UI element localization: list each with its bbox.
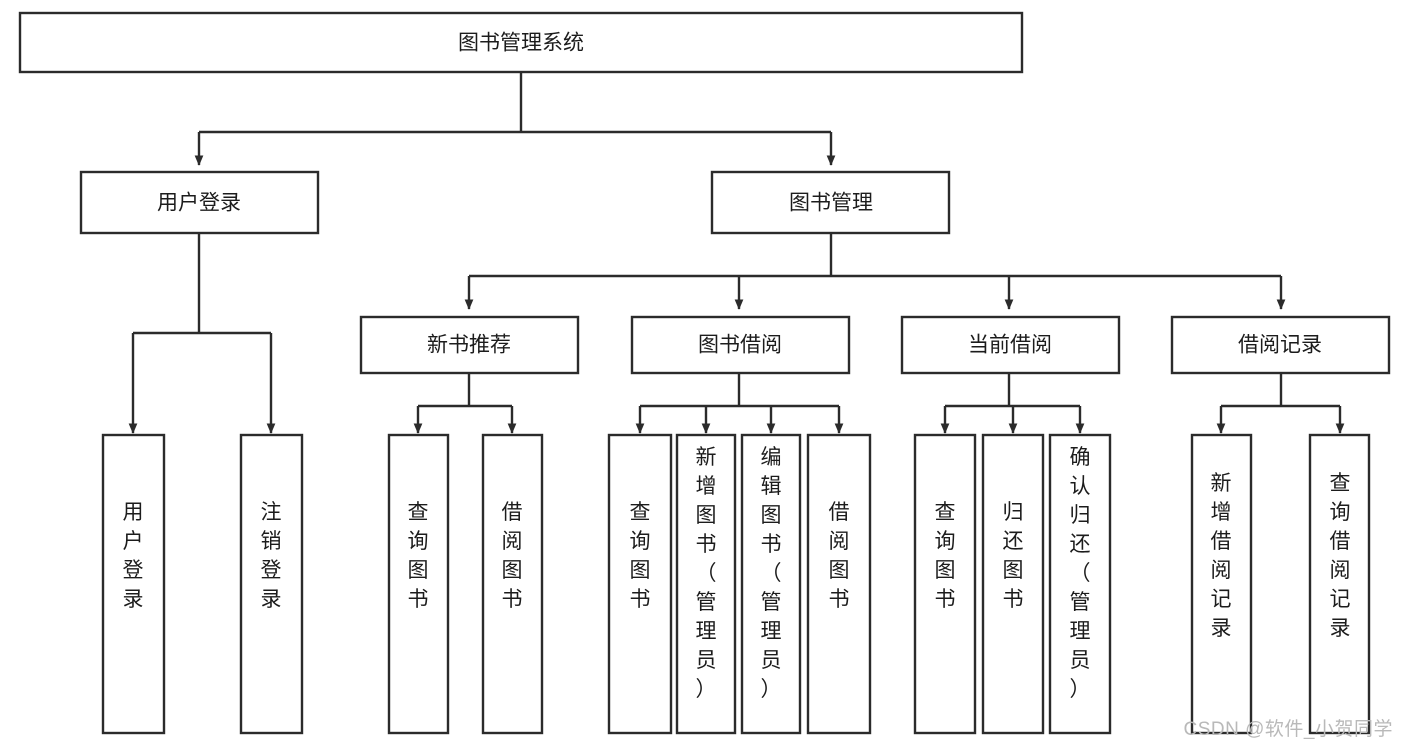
- node-leaf-borrow-book-1-label: 借阅图书: [502, 501, 523, 611]
- node-leaf-add-record-box[interactable]: [1190, 433, 1253, 735]
- watermark-text: CSDN @软件_小贺同学: [1183, 719, 1393, 740]
- node-user-login-box[interactable]: [79, 170, 320, 235]
- node-leaf-query-book-3-label: 查询图书: [935, 501, 956, 611]
- node-leaf-confirm-return-label: 确认归还（管理员）: [1070, 446, 1091, 701]
- node-leaf-edit-book[interactable]: 编辑图书（管理员）: [740, 433, 802, 735]
- node-new-book-rec[interactable]: 新书推荐: [359, 315, 580, 375]
- node-new-book-rec-label: 新书推荐: [427, 334, 511, 357]
- node-new-book-rec-box[interactable]: [359, 315, 580, 375]
- node-leaf-borrow-book-1[interactable]: 借阅图书: [481, 433, 544, 735]
- node-leaf-borrow-book-2-box[interactable]: [806, 433, 872, 735]
- node-borrow-record-label: 借阅记录: [1238, 334, 1322, 357]
- node-leaf-confirm-return[interactable]: 确认归还（管理员）: [1048, 433, 1112, 735]
- node-root-label: 图书管理系统: [458, 32, 584, 55]
- node-leaf-confirm-return-box[interactable]: [1048, 433, 1112, 735]
- node-leaf-return-book[interactable]: 归还图书: [981, 433, 1045, 735]
- connector-layer: [128, 72, 1345, 434]
- node-borrow-record[interactable]: 借阅记录: [1170, 315, 1391, 375]
- node-leaf-add-book[interactable]: 新增图书（管理员）: [675, 433, 737, 735]
- node-leaf-edit-book-box[interactable]: [740, 433, 802, 735]
- node-leaf-query-book-1[interactable]: 查询图书: [387, 433, 450, 735]
- node-user-login-label: 用户登录: [157, 192, 241, 215]
- node-leaf-return-book-box[interactable]: [981, 433, 1045, 735]
- node-book-borrow-box[interactable]: [630, 315, 851, 375]
- node-user-login[interactable]: 用户登录: [79, 170, 320, 235]
- node-root-box[interactable]: [18, 11, 1024, 74]
- node-book-manage[interactable]: 图书管理: [710, 170, 951, 235]
- node-leaf-query-book-3-box[interactable]: [913, 433, 977, 735]
- node-current-borrow-label: 当前借阅: [968, 334, 1052, 357]
- node-leaf-query-record-box[interactable]: [1308, 433, 1371, 735]
- node-current-borrow[interactable]: 当前借阅: [900, 315, 1121, 375]
- node-leaf-query-book-3[interactable]: 查询图书: [913, 433, 977, 735]
- node-leaf-user-login-box[interactable]: [101, 433, 166, 735]
- node-leaf-add-book-label: 新增图书（管理员）: [696, 446, 717, 701]
- node-leaf-query-book-2-label: 查询图书: [630, 501, 651, 611]
- node-leaf-borrow-book-1-box[interactable]: [481, 433, 544, 735]
- node-root[interactable]: 图书管理系统: [18, 11, 1024, 74]
- node-leaf-add-record-label: 新增借阅记录: [1211, 472, 1232, 640]
- node-leaf-query-book-2-box[interactable]: [607, 433, 673, 735]
- node-leaf-edit-book-label: 编辑图书（管理员）: [761, 446, 782, 701]
- node-leaf-user-logout[interactable]: 注销登录: [239, 433, 304, 735]
- node-leaf-user-logout-box[interactable]: [239, 433, 304, 735]
- node-leaf-add-book-box[interactable]: [675, 433, 737, 735]
- node-leaf-add-record[interactable]: 新增借阅记录: [1190, 433, 1253, 735]
- node-leaf-borrow-book-2[interactable]: 借阅图书: [806, 433, 872, 735]
- node-leaf-user-login-label: 用户登录: [123, 501, 144, 611]
- node-leaf-query-book-1-label: 查询图书: [408, 501, 429, 611]
- node-leaf-query-book-2[interactable]: 查询图书: [607, 433, 673, 735]
- node-leaf-query-book-1-box[interactable]: [387, 433, 450, 735]
- node-leaf-user-logout-label: 注销登录: [261, 501, 282, 611]
- node-book-borrow-label: 图书借阅: [698, 334, 782, 357]
- node-book-manage-label: 图书管理: [789, 192, 873, 215]
- node-leaf-query-record[interactable]: 查询借阅记录: [1308, 433, 1371, 735]
- node-current-borrow-box[interactable]: [900, 315, 1121, 375]
- node-book-borrow[interactable]: 图书借阅: [630, 315, 851, 375]
- node-leaf-query-record-label: 查询借阅记录: [1330, 472, 1351, 640]
- node-borrow-record-box[interactable]: [1170, 315, 1391, 375]
- node-book-manage-box[interactable]: [710, 170, 951, 235]
- node-leaf-return-book-label: 归还图书: [1003, 501, 1024, 611]
- node-leaf-borrow-book-2-label: 借阅图书: [829, 501, 850, 611]
- node-leaf-user-login[interactable]: 用户登录: [101, 433, 166, 735]
